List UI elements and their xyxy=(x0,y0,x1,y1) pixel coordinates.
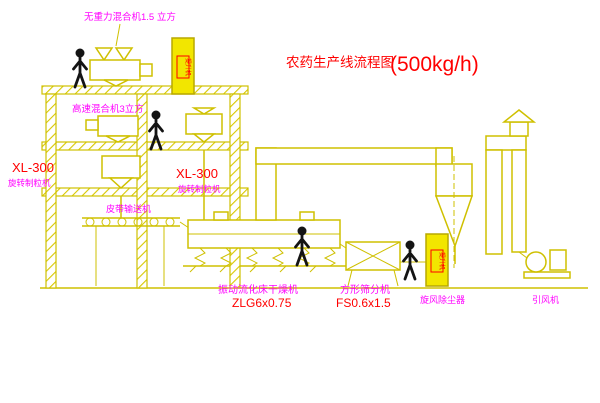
hoist2-label: 提升机 xyxy=(438,252,446,270)
exhaust-duct xyxy=(255,147,453,221)
sieve-name-label: 方形筛分机 xyxy=(340,283,390,296)
granulator-mid-name-label: 旋转制粒机 xyxy=(178,184,221,194)
worker-figure-4 xyxy=(402,239,418,281)
square-sieve-machine xyxy=(339,241,426,287)
bucket-elevator-2: 提升机 xyxy=(425,233,449,287)
fan-label: 引风机 xyxy=(532,294,559,305)
bucket-elevator-1: 提升机 xyxy=(171,37,195,95)
granulator-mid-model-label: XL-300 xyxy=(176,166,218,181)
outlet-pipe-and-stack xyxy=(485,109,537,255)
granulator-left-model-label: XL-300 xyxy=(12,160,54,175)
building-frame xyxy=(41,85,249,289)
dryer-model-label: ZLG6x0.75 xyxy=(232,296,292,310)
worker-figure-1 xyxy=(72,47,88,89)
ground-line xyxy=(40,265,588,289)
belt-conveyor-machine xyxy=(82,217,196,286)
gravity-mixer-label: 无重力混合机1.5 立方 xyxy=(84,11,176,23)
induced-draft-fan-machine xyxy=(518,249,571,279)
granulator-left-machine xyxy=(101,155,141,218)
high-speed-mixer-machine xyxy=(85,115,139,143)
granulator-left-name-label: 旋转制粒机 xyxy=(8,178,51,188)
sieve-model-label: FS0.6x1.5 xyxy=(336,296,391,310)
granulator-mid-machine xyxy=(185,107,223,220)
belt-conveyor-label: 皮带输送机 xyxy=(106,203,151,214)
hoist1-label: 提升机 xyxy=(184,58,192,76)
fluid-bed-dryer-machine xyxy=(187,211,341,267)
gravity-mixer-machine xyxy=(89,23,153,87)
cyclone-label: 旋风除尘器 xyxy=(420,294,465,305)
dryer-name-label: 振动流化床干燥机 xyxy=(218,283,298,296)
diagram-title-capacity: (500kg/h) xyxy=(390,53,479,76)
diagram-title: 农药生产线流程图 xyxy=(286,55,394,70)
cyclone-separator-machine xyxy=(434,156,474,268)
high-speed-mixer-label: 高速混合机3立方 xyxy=(72,103,144,115)
